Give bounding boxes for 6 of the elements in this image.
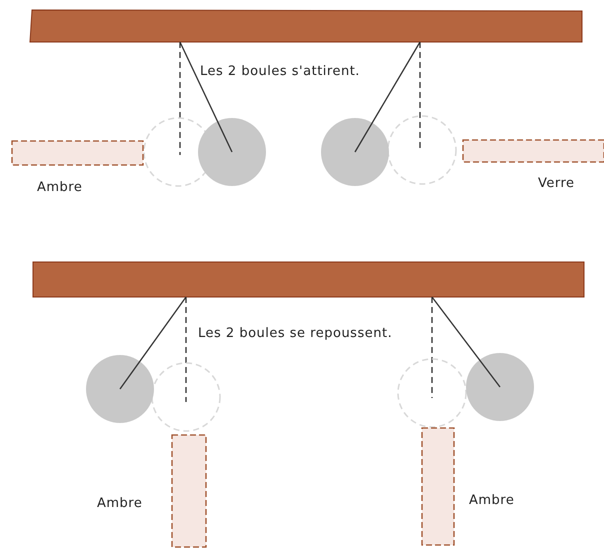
text-label: Verre: [538, 175, 575, 193]
text-label: Ambre: [469, 492, 514, 510]
text-label: Les 2 boules se repoussent.: [198, 325, 392, 343]
text-label: Ambre: [37, 179, 82, 197]
text-label: Les 2 boules s'attirent.: [200, 63, 360, 81]
text-label: Ambre: [97, 495, 142, 513]
